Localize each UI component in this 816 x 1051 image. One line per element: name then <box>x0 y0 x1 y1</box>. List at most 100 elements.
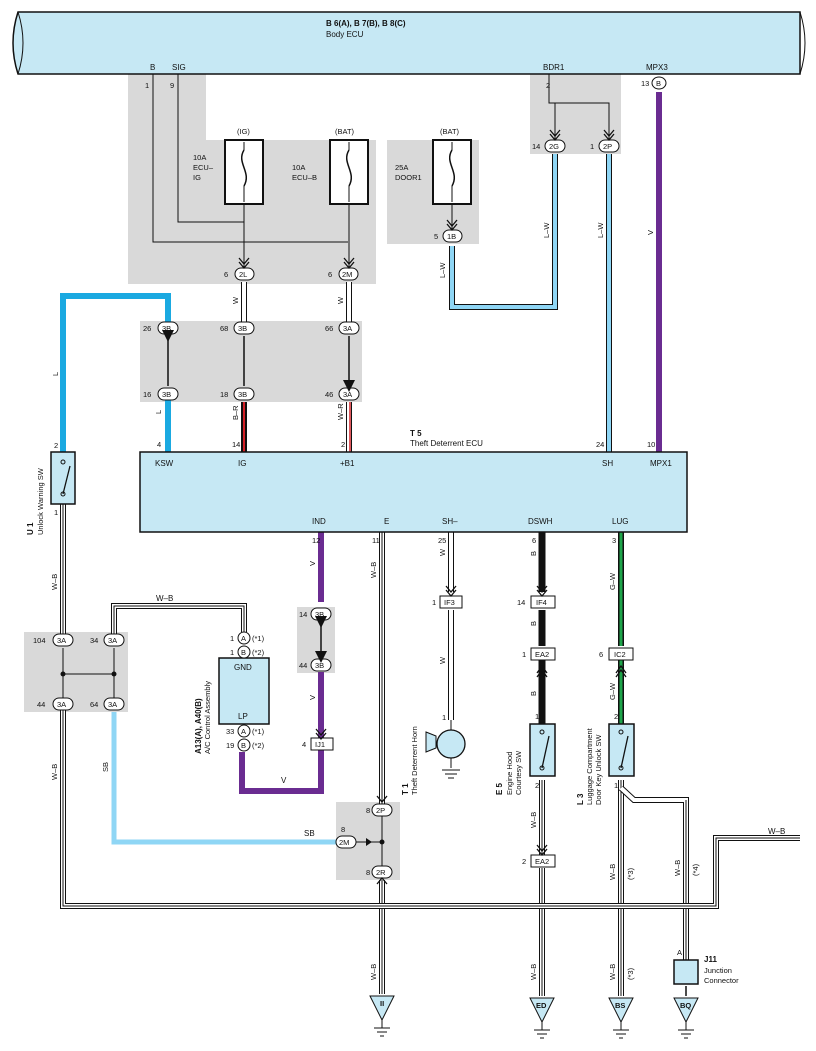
pin: 1 <box>230 648 234 657</box>
pin-mpx3-number: 13 <box>641 79 649 88</box>
theft-ecu-name: Theft Deterrent ECU <box>410 439 483 448</box>
pin-mpx1: MPX1 <box>650 459 672 468</box>
unlock-sw-id: U 1 <box>26 522 35 535</box>
tag: IF3 <box>444 598 455 607</box>
tag: 3A <box>343 390 352 399</box>
wire-label: W–B <box>529 964 538 980</box>
tag: 2R <box>376 868 386 877</box>
pin-b-number: 1 <box>145 81 149 90</box>
ground-bq: BQ <box>673 997 699 1039</box>
tag: IF4 <box>536 598 547 607</box>
pin: 44 <box>299 661 307 670</box>
tag: 3B <box>162 390 171 399</box>
pin: 44 <box>37 700 45 709</box>
pin-ig-num: 14 <box>232 440 240 449</box>
connector-2p-8 <box>371 803 393 817</box>
connector-2p-pin: 1 <box>590 142 594 151</box>
pin-ind-num: 12 <box>312 536 320 545</box>
hood-id: E 5 <box>495 782 504 795</box>
wire-labels: W W L L B–R W–R L–W L–W L–W V V V V W–B … <box>50 222 785 980</box>
tag: B <box>241 741 246 750</box>
colored-wires <box>60 92 800 996</box>
pin: 8 <box>341 825 345 834</box>
pin: 6 <box>599 650 603 659</box>
connector-2g-pin: 14 <box>532 142 540 151</box>
hood-name: Engine Hood <box>505 752 514 795</box>
connector-2g-tag: 2G <box>549 142 559 151</box>
pin: 68 <box>220 324 228 333</box>
pin: 4 <box>302 740 306 749</box>
tag: 3B <box>315 661 324 670</box>
fuse-ecu-ig: (IG) 10A ECU– IG <box>193 127 264 268</box>
ac-id: A13(A), A40(B) <box>194 698 203 754</box>
tag: 3B <box>162 324 171 333</box>
pin: 18 <box>220 390 228 399</box>
theft-deterrent-ecu: T 5 Theft Deterrent ECU 4 KSW 14 IG 2 +B… <box>139 429 688 545</box>
pin: 2 <box>535 781 539 790</box>
pin-bdr1-number: 2 <box>546 81 550 90</box>
pin-b1: +B1 <box>340 459 355 468</box>
pin: 2 <box>522 857 526 866</box>
wire-label: W <box>438 656 447 664</box>
wire-label: V <box>281 776 287 785</box>
body-ecu: B 6(A), B 7(B), B 8(C) Body ECU B SIG BD… <box>12 11 806 90</box>
tag: 3A <box>108 636 117 645</box>
lug-id: L 3 <box>576 793 585 805</box>
pin: 19 <box>226 741 234 750</box>
pin-dswh: DSWH <box>528 517 553 526</box>
pin-ksw: KSW <box>155 459 174 468</box>
pin: 14 <box>517 598 525 607</box>
note: (*2) <box>252 741 265 750</box>
fuse-rating: 25A <box>395 163 408 172</box>
pin-mpx3-label: MPX3 <box>646 63 668 72</box>
pin-ksw-num: 4 <box>157 440 161 449</box>
pin-lug-num: 3 <box>612 536 616 545</box>
connectors: B 2L 6 2M 6 1B 5 2G 14 2P 1 3B 26 3B 68 … <box>33 76 667 885</box>
hood-name-2: Courtesy SW <box>514 750 523 795</box>
pin-sh-minus-num: 25 <box>438 536 446 545</box>
ground-label: BQ <box>680 1001 691 1010</box>
wire-note: (*3) <box>626 867 635 880</box>
tag: A <box>241 634 246 643</box>
pin: 66 <box>325 324 333 333</box>
tag: 2P <box>376 806 385 815</box>
pin-dswh-num: 6 <box>532 536 536 545</box>
wire-label: W–B <box>156 594 173 603</box>
fuse-rating: 10A <box>292 163 305 172</box>
ac-control-assembly: GND LP A 1 (*1) B 1 (*2) A 33 (*1) B 19 … <box>194 631 270 754</box>
pin: 1 <box>442 713 446 722</box>
connector-2m-pin: 6 <box>328 270 332 279</box>
connector-if4 <box>530 595 556 609</box>
junction-connector: A J11 Junction Connector <box>673 948 739 985</box>
pin-e-num: 11 <box>372 536 380 545</box>
fuse-door1: (BAT) 25A DOOR1 <box>395 127 472 230</box>
wire-label: L <box>154 410 163 414</box>
pin: 2 <box>54 441 58 450</box>
wire-label: W–B <box>50 574 59 590</box>
wire-label: W–R <box>336 403 345 420</box>
wire-label: W–B <box>608 864 617 880</box>
fuse-supply: (BAT) <box>335 127 355 136</box>
tag: EA2 <box>535 650 549 659</box>
connector-1b-tag: 1B <box>447 232 456 241</box>
fuse-supply: (BAT) <box>440 127 460 136</box>
wire-label: L–W <box>542 222 551 238</box>
connector-ea2-top <box>530 647 556 661</box>
fuse-rating: 10A <box>193 153 206 162</box>
wire-label: SB <box>101 762 110 772</box>
unlock-sw-name: Unlock Warning SW <box>36 467 45 535</box>
wire-label: B–R <box>231 405 240 420</box>
connector-1b-pin: 5 <box>434 232 438 241</box>
connector-3a-34 <box>103 633 125 647</box>
connector-3a-64 <box>103 697 125 711</box>
wire-note: (*4) <box>691 863 700 876</box>
tag: 3A <box>343 324 352 333</box>
tag: 3A <box>57 700 66 709</box>
tag: A <box>241 727 246 736</box>
connector-ea2-bottom <box>530 854 556 868</box>
ac-name: A/C Control Assembly <box>203 681 212 754</box>
ground-label: ED <box>536 1001 547 1010</box>
fuse-name: ECU– <box>193 163 214 172</box>
wire-label: W <box>336 296 345 304</box>
